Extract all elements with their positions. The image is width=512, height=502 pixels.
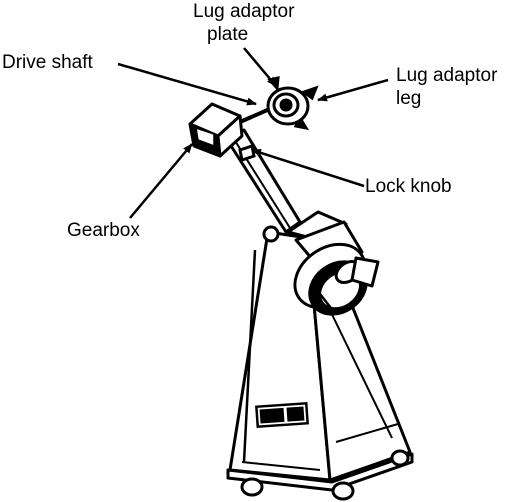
label-lug-adaptor-plate-line2: plate [207, 24, 249, 45]
drive-shaft [239, 106, 273, 124]
motor-housing [286, 210, 380, 316]
label-lug-adaptor-plate-line1: Lug adaptor [193, 1, 295, 22]
label-lug-adaptor-leg-line1: Lug adaptor [396, 65, 498, 86]
label-lock-knob: Lock knob [365, 176, 452, 197]
casters [240, 449, 410, 501]
lug-adaptor-plate [266, 76, 319, 131]
gearbox-body [188, 102, 244, 158]
label-lug-adaptor-plate: Lug adaptor plate [193, 0, 294, 46]
leader-lines [117, 47, 389, 219]
label-lug-adaptor-leg: Lug adaptor leg [396, 64, 497, 110]
label-gearbox: Gearbox [67, 220, 140, 241]
boom-arm [224, 128, 302, 234]
pivot-cap [262, 225, 280, 243]
label-drive-shaft: Drive shaft [2, 52, 93, 73]
label-lug-adaptor-leg-line2: leg [396, 88, 422, 109]
nameplate [255, 401, 309, 429]
lock-knob [238, 144, 256, 162]
